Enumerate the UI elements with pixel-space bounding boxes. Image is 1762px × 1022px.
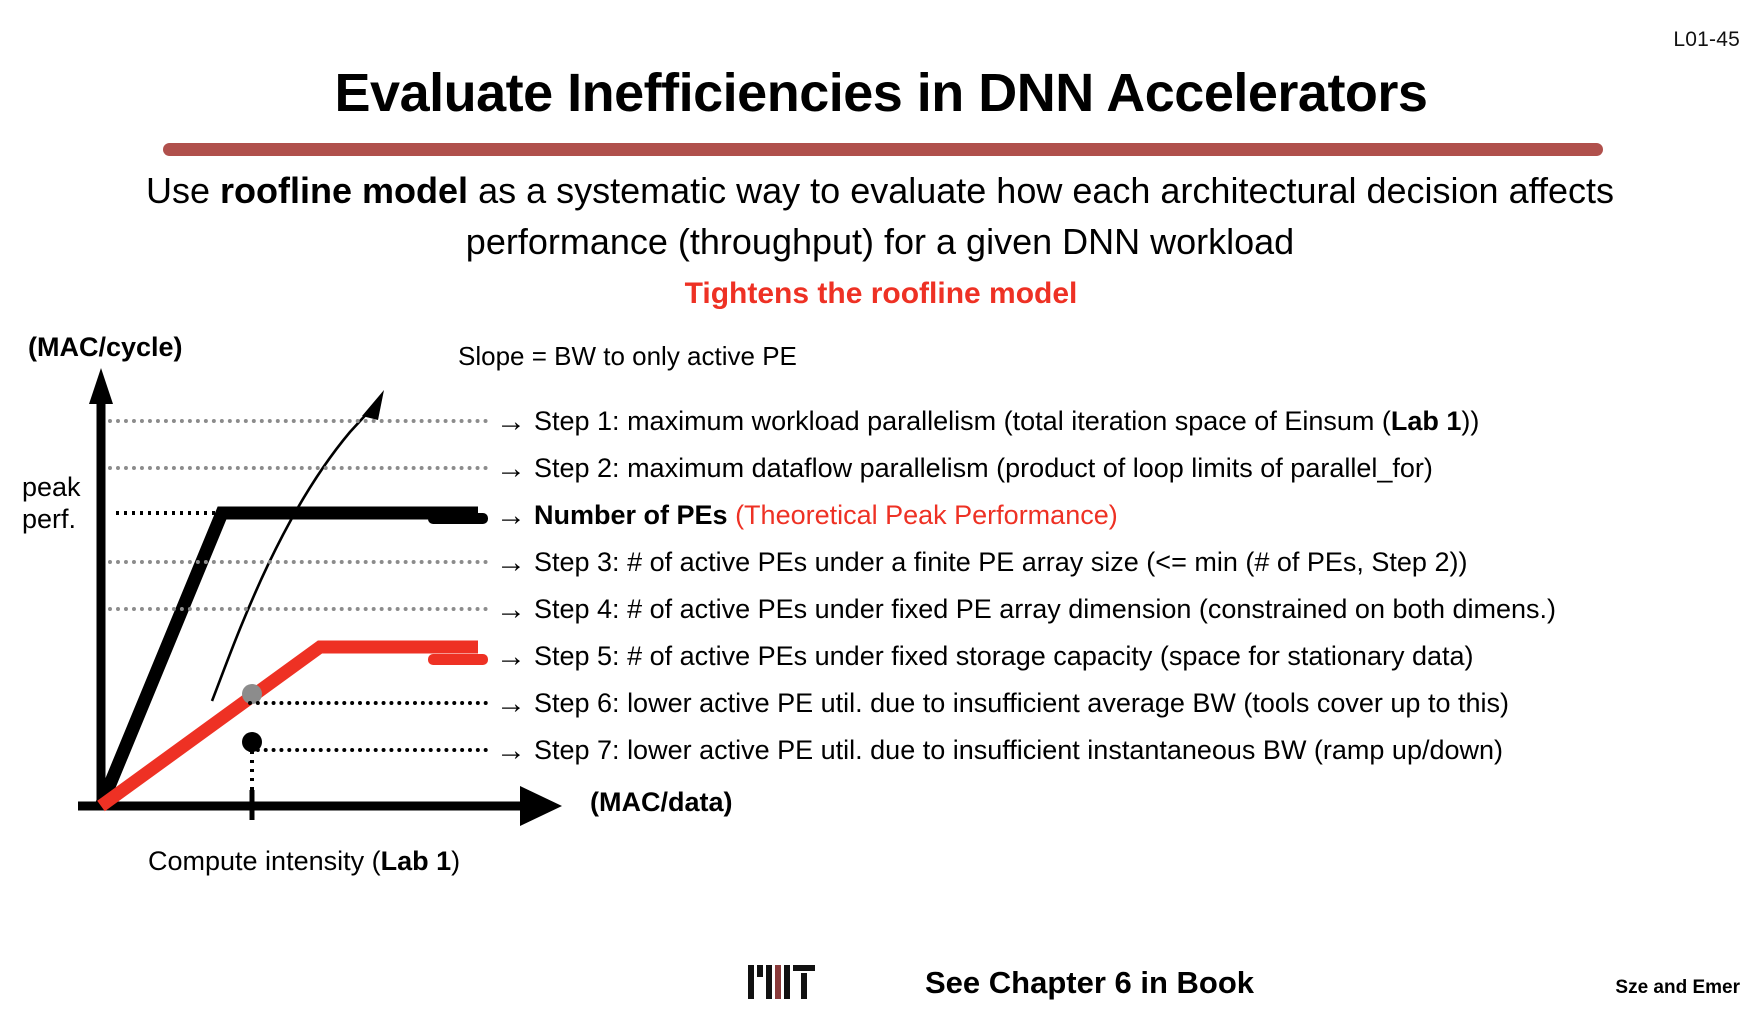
step-text-red-tail: (Theoretical Peak Performance) (735, 500, 1118, 530)
step-text: Step 5: # of active PEs under fixed stor… (534, 641, 1474, 672)
slope-annotation-arrow (210, 390, 384, 702)
slope-note: Slope = BW to only active PE (458, 341, 797, 371)
roofline-chart (0, 320, 620, 880)
peak-perf-label-line1: peak (22, 472, 81, 502)
step-leader-line (248, 700, 488, 705)
slide-number: L01-45 (1673, 28, 1740, 51)
step-text-pre: Step 7: lower active PE util. due to ins… (534, 735, 1504, 765)
x-axis-label: (MAC/data) (590, 787, 733, 817)
step-text-bold: Lab 1 (1390, 406, 1462, 436)
step-text: Step 7: lower active PE util. due to ins… (534, 735, 1503, 766)
step-arrow-icon: → (496, 498, 526, 532)
red-roofline-curve (97, 640, 478, 812)
subtitle-bold-term: roofline model (220, 170, 469, 211)
step-text: Step 1: maximum workload parallelism (to… (534, 406, 1479, 437)
step-arrow-icon: → (496, 639, 526, 673)
compute-intensity-pre: Compute intensity ( (148, 846, 381, 876)
step-text-post (728, 500, 736, 530)
step-arrow-icon: → (496, 404, 526, 438)
black-roofline-curve (94, 506, 478, 809)
x-axis (78, 786, 562, 826)
step-row: → Step 1: maximum workload parallelism (t… (108, 398, 1762, 445)
subtitle: Use roofline model as a systematic way t… (110, 165, 1650, 267)
y-axis-label: (MAC/cycle) (28, 332, 183, 362)
step-row: → Step 3: # of active PEs under a finite … (108, 539, 1762, 586)
step-text-pre: Step 6: lower active PE util. due to ins… (534, 688, 1509, 718)
step-arrow-icon: → (496, 545, 526, 579)
roofline-chart-svg (78, 368, 562, 826)
step-leader-line (428, 512, 488, 524)
step-text: Step 6: lower active PE util. due to ins… (534, 688, 1509, 719)
step-arrow-icon: → (496, 733, 526, 767)
step-row: → Step 5: # of active PEs under fixed sto… (428, 633, 1762, 680)
page-title: Evaluate Inefficiencies in DNN Accelerat… (334, 63, 1428, 123)
red-subtitle: Tightens the roofline model (684, 277, 1078, 310)
mit-logo (748, 965, 815, 999)
step-row: → Number of PEs (Theoretical Peak Perform… (428, 492, 1762, 539)
step-leader-line (248, 747, 488, 752)
title-underline-rule (163, 143, 1603, 156)
see-chapter-note: See Chapter 6 in Book (925, 965, 1255, 1000)
step-text-pre: Step 3: # of active PEs under a finite P… (534, 547, 1468, 577)
step-arrow-icon: → (496, 451, 526, 485)
step-leader-line (108, 418, 488, 423)
step-row: → Step 4: # of active PEs under fixed PE… (108, 586, 1762, 633)
step-text-bold: Number of PEs (534, 500, 728, 530)
step-row: → Step 6: lower active PE util. due to in… (248, 680, 1762, 727)
compute-intensity-bold: Lab 1 (380, 846, 452, 876)
step-leader-line (108, 465, 488, 470)
step-text-pre: Step 5: # of active PEs under fixed stor… (534, 641, 1474, 671)
peak-perf-label-line2: perf. (22, 503, 77, 534)
step-leader-line (428, 653, 488, 665)
step-text-pre: Step 1: maximum workload parallelism (to… (534, 406, 1391, 436)
step-row: → Step 7: lower active PE util. due to in… (248, 727, 1762, 774)
step-text-pre: Step 4: # of active PEs under fixed PE a… (534, 594, 1557, 624)
step-text: Step 4: # of active PEs under fixed PE a… (534, 594, 1556, 625)
step-text: Step 3: # of active PEs under a finite P… (534, 547, 1467, 578)
step-leader-line (108, 559, 488, 564)
step-arrow-icon: → (496, 686, 526, 720)
step-list: → Step 1: maximum workload parallelism (t… (108, 398, 1762, 774)
step-leader-line (108, 606, 488, 611)
step-text-post: )) (1461, 406, 1480, 436)
step-text-pre: Step 2: maximum dataflow parallelism (pr… (534, 453, 1433, 483)
step-text: Step 2: maximum dataflow parallelism (pr… (534, 453, 1433, 484)
subtitle-post: as a systematic way to evaluate how each… (465, 170, 1614, 263)
step-arrow-icon: → (496, 592, 526, 626)
y-axis (89, 368, 113, 808)
authors-credit: Sze and Emer (1615, 977, 1740, 998)
step-6-point-marker (242, 684, 262, 704)
compute-intensity-label: Compute intensity (Lab 1) (148, 846, 460, 877)
step-row: → Step 2: maximum dataflow parallelism (p… (108, 445, 1762, 492)
compute-intensity-post: ) (451, 846, 461, 876)
peak-perf-label: peak perf. (22, 472, 81, 536)
subtitle-pre: Use (146, 170, 221, 211)
step-text: Number of PEs (Theoretical Peak Performa… (534, 500, 1118, 531)
